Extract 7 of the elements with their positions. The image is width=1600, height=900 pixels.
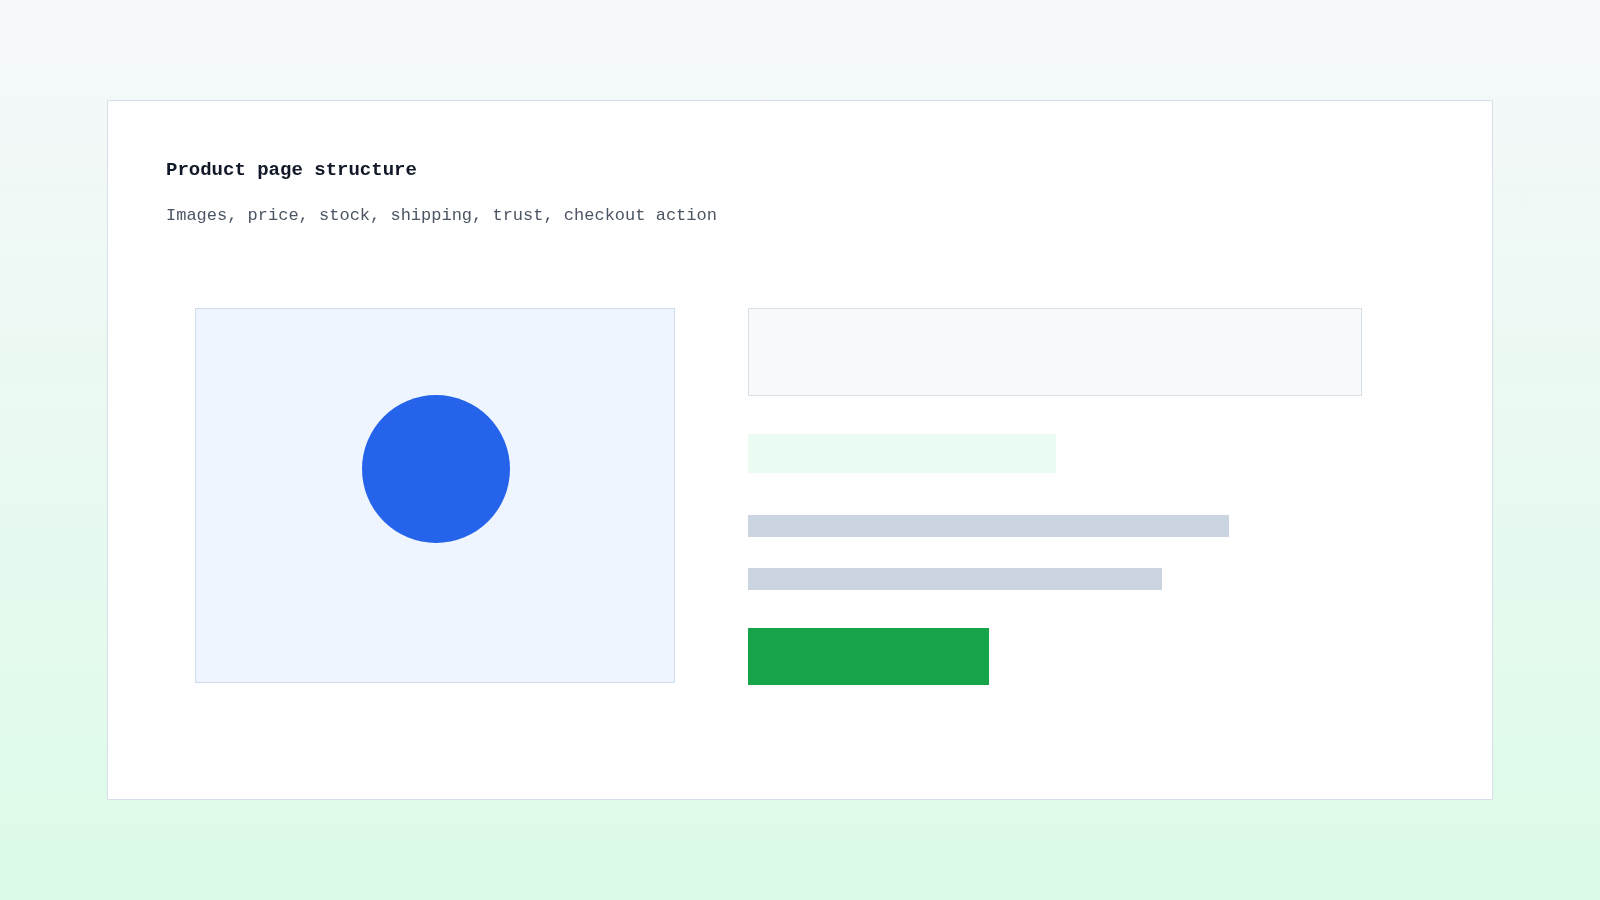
checkout-button-placeholder	[748, 628, 989, 685]
text-line-bar	[748, 568, 1162, 590]
product-title-placeholder	[748, 308, 1362, 396]
text-line-bar	[748, 515, 1229, 537]
image-placeholder	[195, 308, 675, 683]
subtitle: Images, price, stock, shipping, trust, checkout action	[166, 206, 717, 225]
title: Product page structure	[166, 159, 417, 181]
